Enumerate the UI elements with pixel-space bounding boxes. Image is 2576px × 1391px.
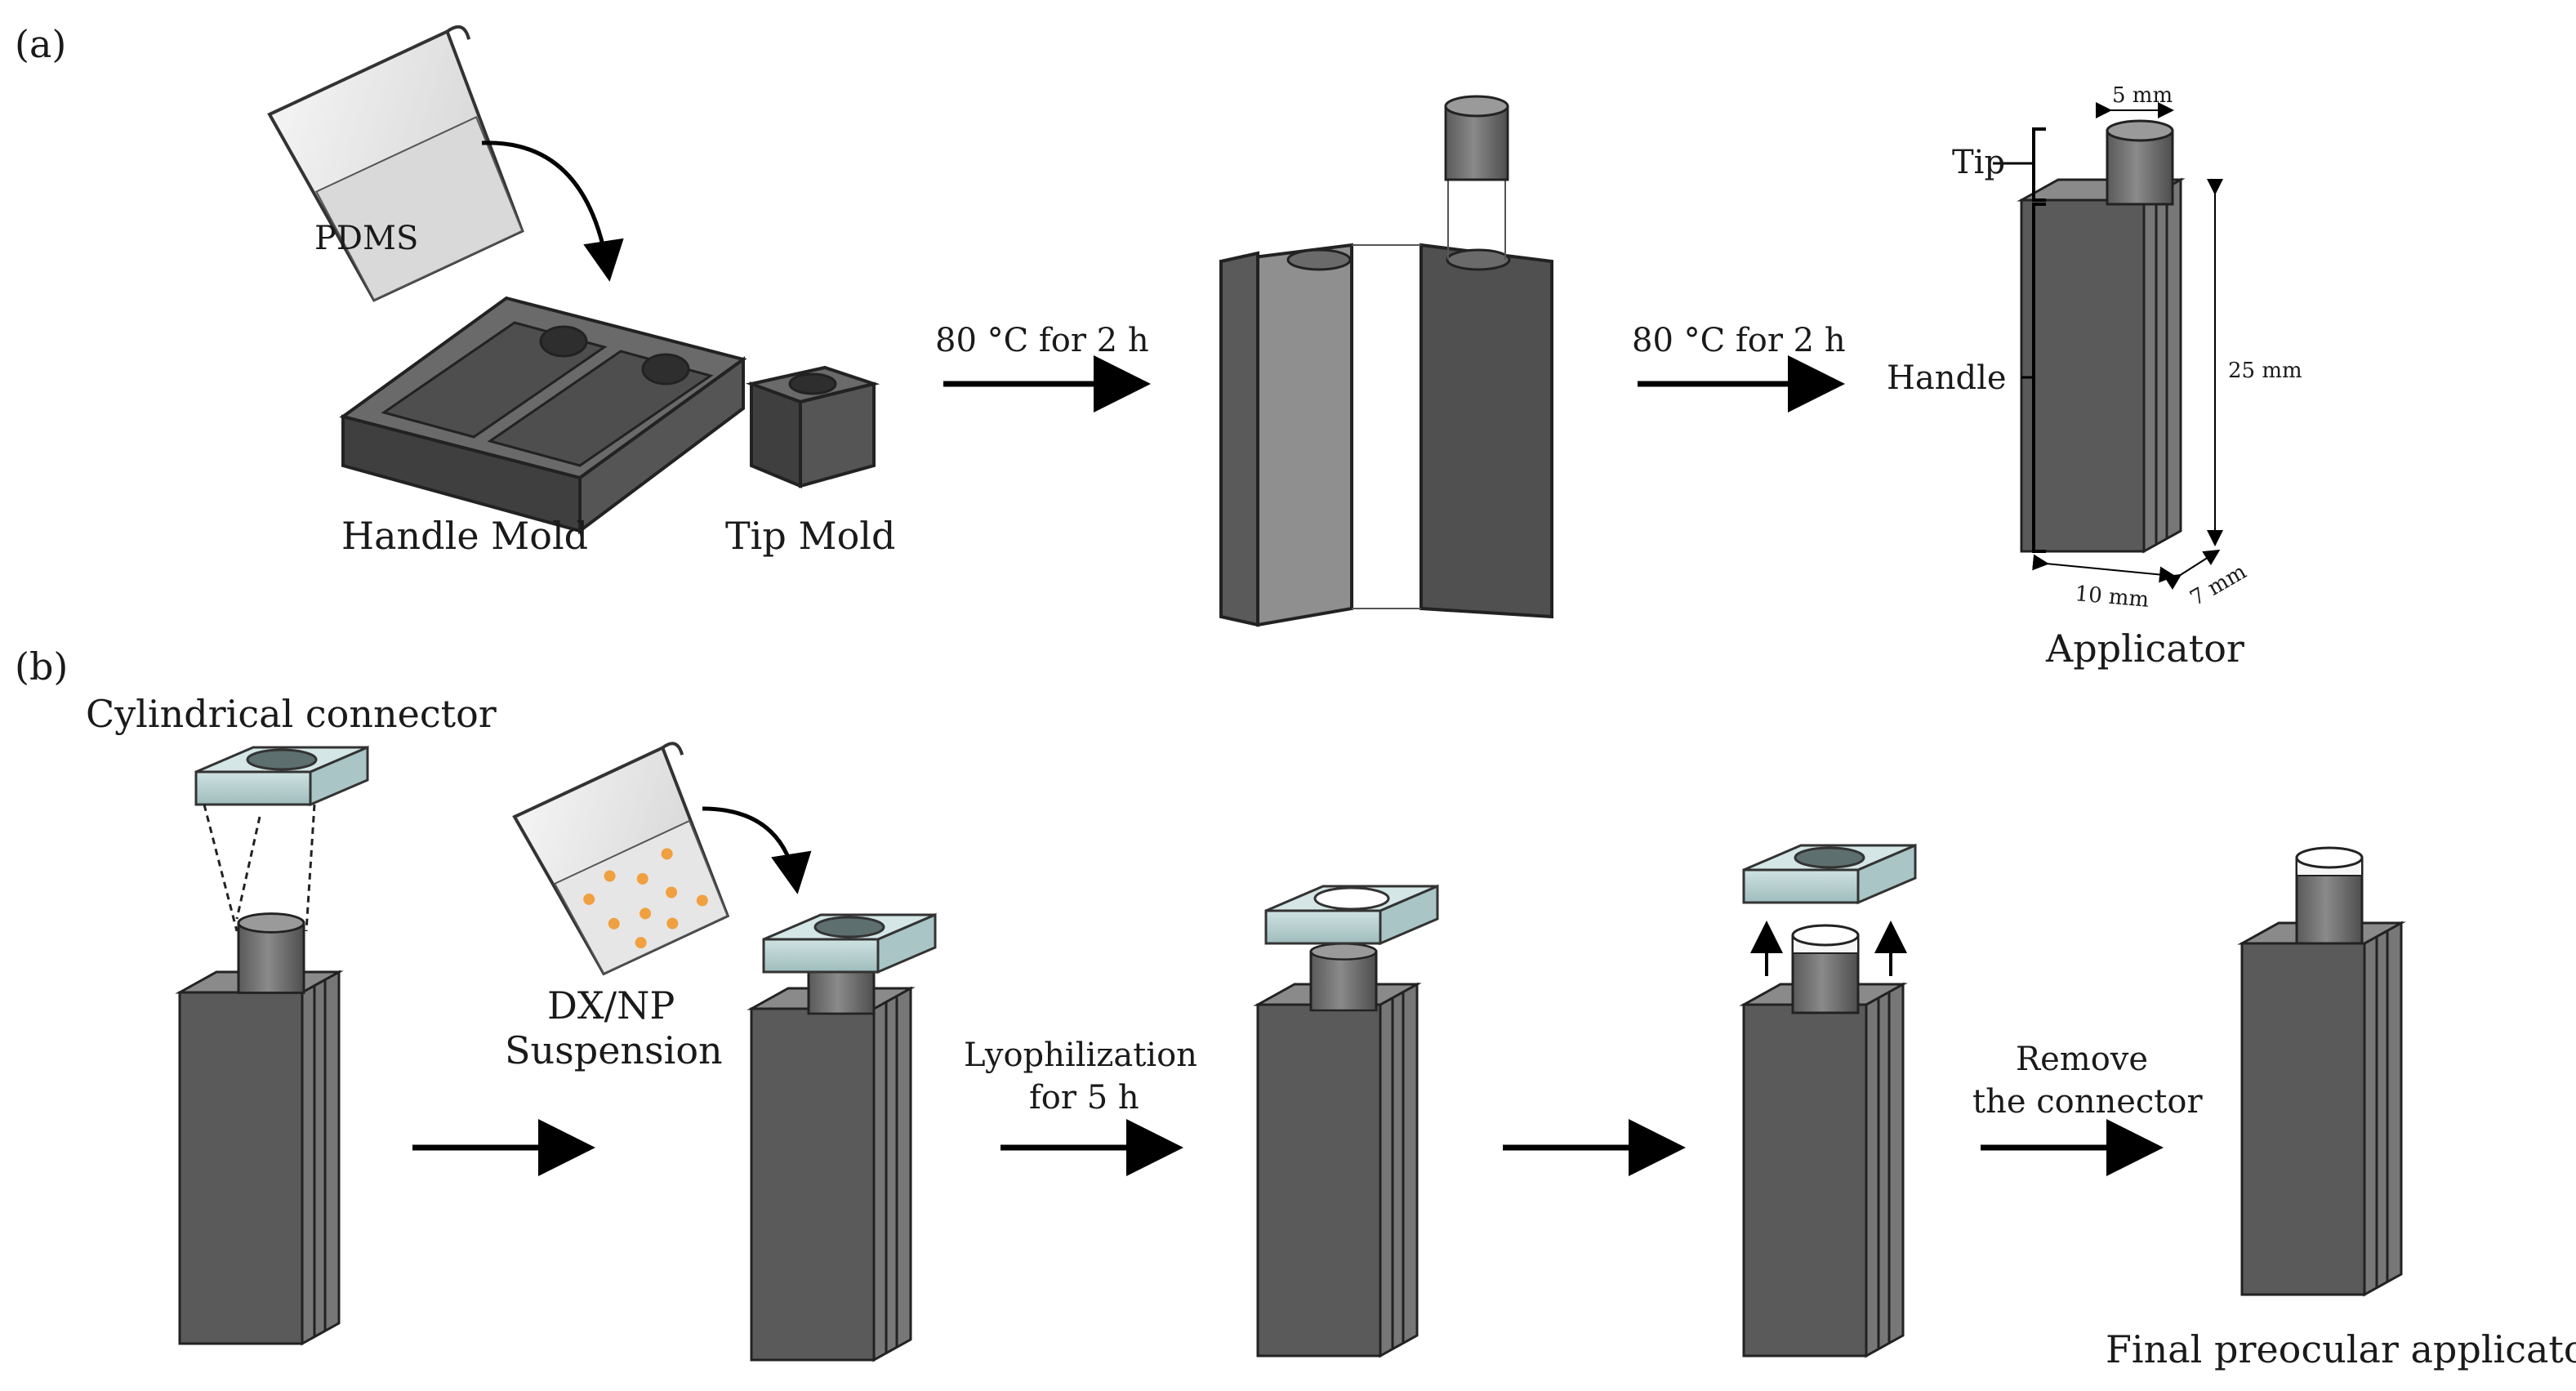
pour-arrow xyxy=(481,140,624,282)
b3-applicator xyxy=(1256,885,1439,1358)
applicator-caption: Applicator xyxy=(2045,626,2244,671)
dim-height-text: 25 mm xyxy=(2228,359,2302,383)
step1-text: 80 °C for 2 h xyxy=(935,322,1149,359)
dim-depth-text: 7 mm xyxy=(2186,560,2251,611)
suspension-label-2: Suspension xyxy=(505,1028,723,1072)
connector-label: Cylindrical connector xyxy=(86,692,497,736)
handle-mold-label: Handle Mold xyxy=(341,514,588,558)
applicator-drawing xyxy=(2020,119,2182,553)
panel-b-label: (b) xyxy=(15,644,68,689)
dim-width-text: 10 mm xyxy=(2074,582,2150,613)
lyo-text-2: for 5 h xyxy=(1029,1079,1139,1117)
dim-width xyxy=(2032,554,2176,583)
handle-mold xyxy=(339,296,747,534)
lyo-text-1: Lyophilization xyxy=(964,1037,1197,1074)
dim-depth xyxy=(2164,549,2221,591)
tip-bracket xyxy=(1993,127,2046,202)
tip-mold-label: Tip Mold xyxy=(725,514,895,558)
panel-a-label: (a) xyxy=(15,22,66,66)
suspension-label-1: DX/NP xyxy=(547,983,675,1028)
tip-label: Tip xyxy=(1952,144,2005,181)
suspension-beaker xyxy=(512,742,730,976)
final-caption: Final preocular applicator xyxy=(2106,1327,2576,1371)
b2-applicator xyxy=(750,913,937,1362)
handle-label: Handle xyxy=(1887,359,2007,397)
handle-bracket xyxy=(2021,203,2046,553)
b1-applicator xyxy=(178,746,369,1345)
remove-text-1: Remove xyxy=(2016,1041,2148,1078)
b4-applicator xyxy=(1742,844,1917,1358)
open-mold xyxy=(1219,95,1553,627)
final-applicator xyxy=(2240,846,2403,1296)
pdms-label: PDMS xyxy=(314,220,418,257)
pdms-beaker xyxy=(267,25,524,302)
suspension-pour-arrow xyxy=(702,806,812,894)
step2-text: 80 °C for 2 h xyxy=(1632,322,1846,359)
tip-mold xyxy=(745,365,880,488)
remove-text-2: the connector xyxy=(1972,1083,2203,1121)
dim-tip-text: 5 mm xyxy=(2112,83,2173,108)
